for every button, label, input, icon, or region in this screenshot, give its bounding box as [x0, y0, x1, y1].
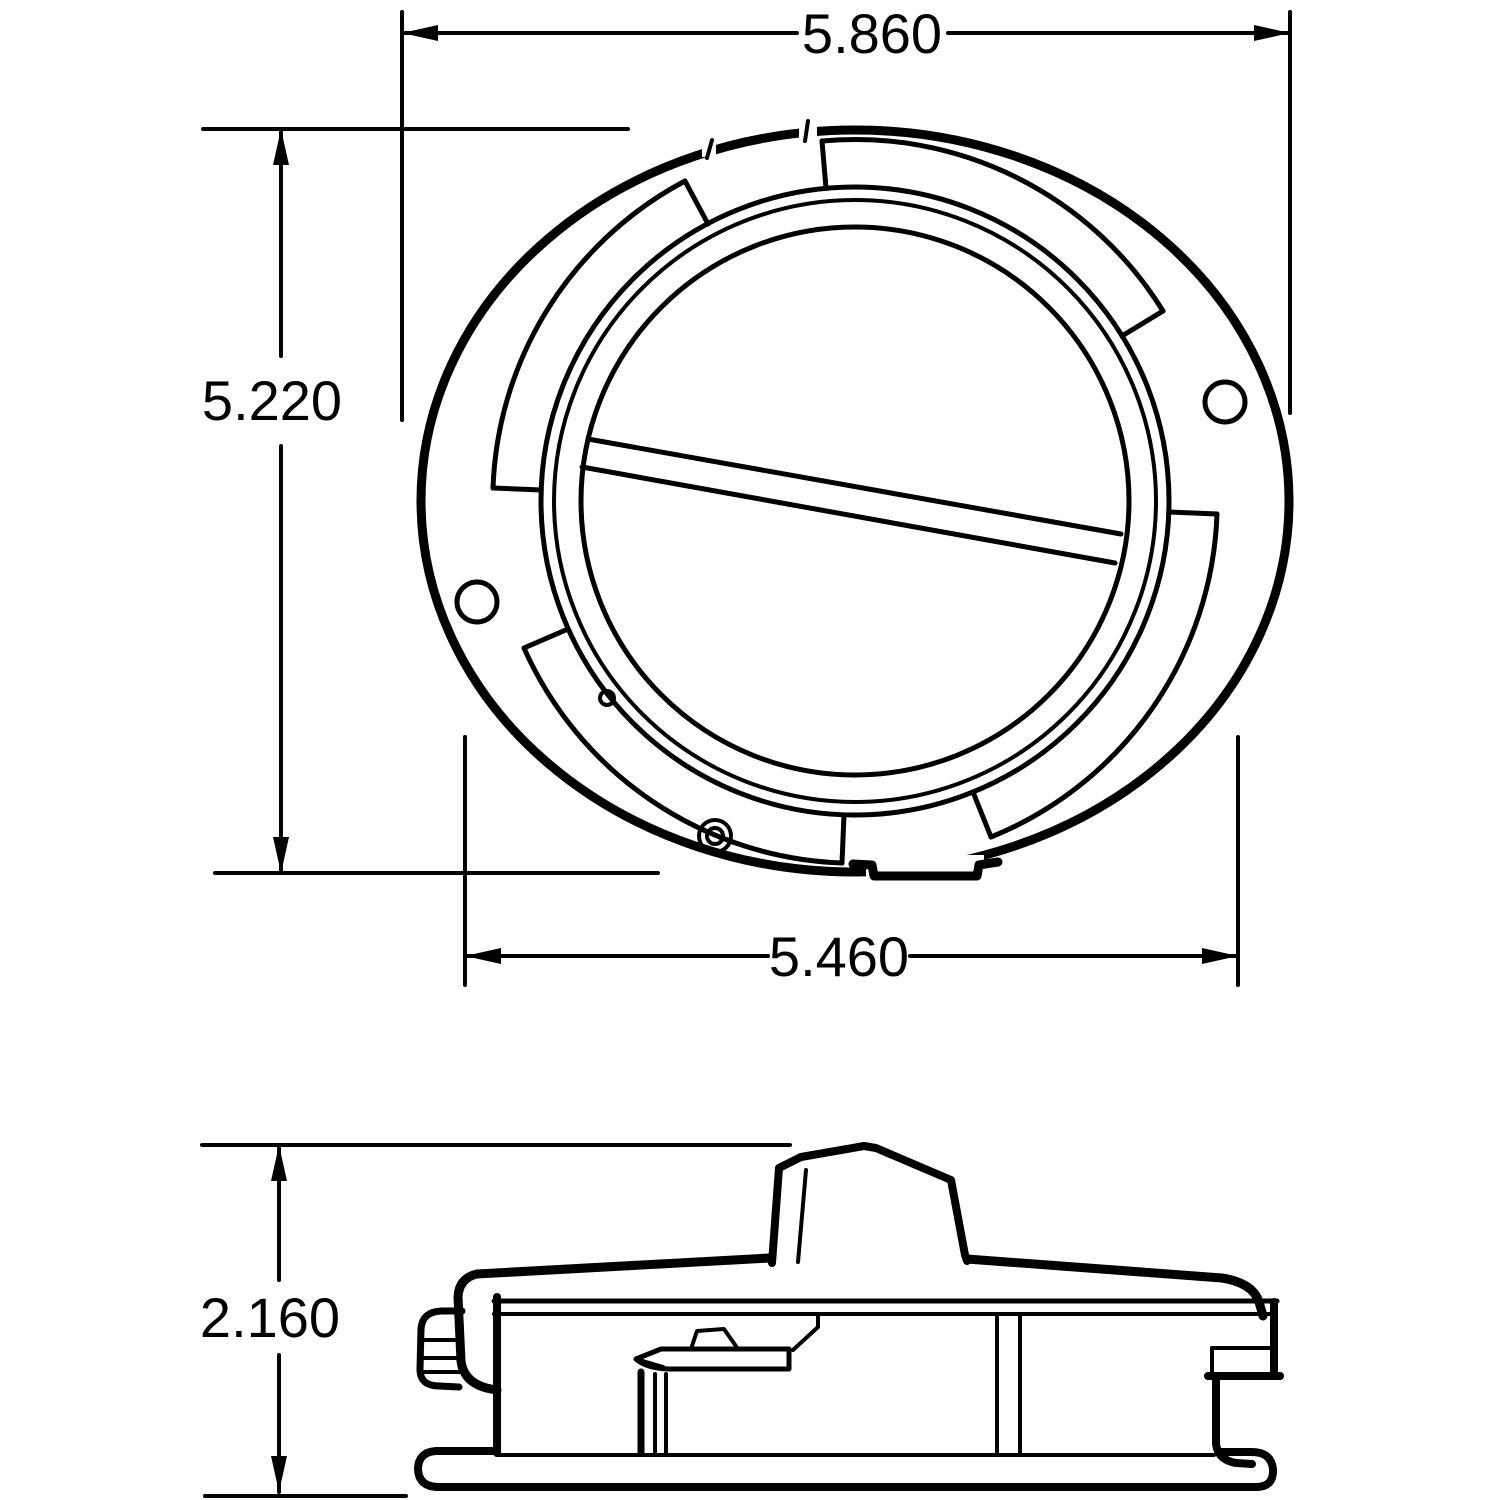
dimension-value: 5.460: [769, 925, 909, 988]
dimension-top-width: 5.860: [400, 2, 1292, 422]
right-notch: [1204, 1346, 1284, 1380]
flange-seams: [702, 119, 817, 160]
top-view: [416, 119, 1294, 883]
socket-bracket: [633, 1312, 820, 1372]
arrowhead-right-icon: [1202, 948, 1238, 964]
lens-inner-circle: [578, 224, 1132, 778]
bayonet-arc-upper-right: [819, 136, 1166, 339]
bayonet-arc-lower-left: [521, 626, 847, 866]
dimension-bottom-width: 5.460: [463, 735, 1240, 988]
arrowhead-left-icon: [402, 25, 438, 41]
interior-lines: [637, 1313, 1022, 1457]
arrowhead-right-icon: [1254, 25, 1290, 41]
bezel-ring-outer: [538, 184, 1172, 818]
base-flange: [414, 1447, 1278, 1491]
side-view: [414, 1142, 1284, 1491]
flange-outline: [416, 125, 1294, 877]
bezel-ring-middle: [552, 198, 1158, 804]
dome-profile-left: [453, 1253, 775, 1395]
left-tab: [416, 1307, 466, 1391]
bayonet-arc-lower-right: [970, 509, 1220, 840]
dimension-value: 5.860: [802, 2, 942, 65]
arrowhead-up-icon: [273, 129, 289, 165]
dimension-side-height: 2.160: [200, 1143, 792, 1498]
bayonet-arc-upper-left: [490, 178, 711, 493]
mounting-hole-right: [1202, 379, 1248, 425]
dome-profile-right: [962, 1254, 1268, 1321]
arrowhead-down-icon: [271, 1456, 287, 1492]
knob-profile: [768, 1142, 971, 1267]
flange-bottom-tab: [848, 857, 1003, 881]
knob-facet-line: [796, 1168, 808, 1264]
body-lower-right-edge: [1212, 1372, 1256, 1468]
divider-bar: [579, 436, 1124, 566]
screw-detail: [697, 818, 733, 854]
arrowhead-up-icon: [271, 1145, 287, 1181]
pin-hole: [598, 689, 616, 707]
dimension-left-height: 5.220: [201, 127, 660, 875]
mounting-hole-left: [454, 579, 500, 625]
dimension-value: 2.160: [200, 1286, 340, 1349]
arrowhead-down-icon: [273, 837, 289, 873]
arrowhead-left-icon: [465, 948, 501, 964]
dimension-value: 5.220: [202, 369, 342, 432]
